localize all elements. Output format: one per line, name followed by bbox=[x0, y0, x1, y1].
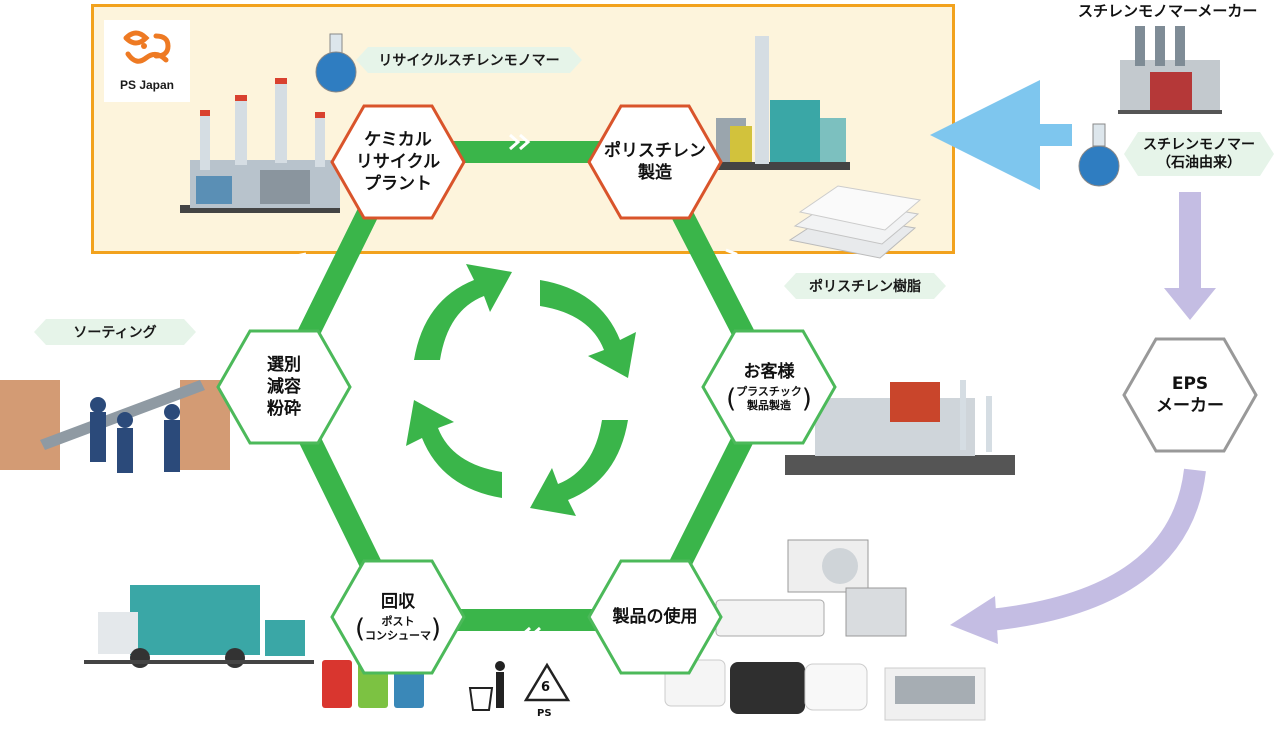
collection-sub: ポスト コンシューマ bbox=[357, 615, 439, 643]
customer-sub2: 製品製造 bbox=[747, 399, 791, 412]
ps-recycling-mark bbox=[523, 662, 571, 702]
logo-text: PS Japan bbox=[119, 78, 175, 92]
node-polystyrene-production: ポリスチレン 製造 bbox=[586, 103, 724, 221]
sorting-line2: 減容 bbox=[267, 377, 301, 397]
chemical-plant-line3: プラント bbox=[364, 174, 432, 194]
polystyrene-plant-illustration bbox=[710, 36, 850, 170]
ps-japan-logo-mark bbox=[123, 30, 171, 64]
customer-sub: プラスチック 製品製造 bbox=[728, 385, 810, 413]
central-recycle-arrows bbox=[406, 264, 636, 516]
polystyrene-line2: 製造 bbox=[638, 163, 672, 183]
ps-resin-label: ポリスチレン樹脂 bbox=[809, 279, 921, 295]
monomer-maker-label: スチレンモノマーメーカー bbox=[1078, 2, 1258, 20]
chemical-plant-illustration bbox=[180, 78, 340, 213]
recycle-monomer-tag: リサイクルスチレンモノマー bbox=[356, 47, 582, 73]
node-collection: 回収 ポスト コンシューマ bbox=[329, 558, 467, 676]
eps-line1: EPS bbox=[1171, 374, 1209, 394]
ps-resin-tag: ポリスチレン樹脂 bbox=[784, 273, 946, 299]
monomer-maker-illustration bbox=[1118, 26, 1222, 114]
eps-line2: メーカー bbox=[1156, 396, 1224, 416]
sorting-tag: ソーティング bbox=[34, 319, 196, 345]
products-illustration bbox=[664, 539, 986, 721]
node-customer: お客様 プラスチック 製品製造 bbox=[700, 328, 838, 446]
sorting-line-illustration bbox=[0, 380, 230, 473]
monomer-line2: （石油由来） bbox=[1157, 155, 1241, 171]
node-sorting: 選別 減容 粉砕 bbox=[215, 328, 353, 446]
eps-supply-arrow bbox=[1164, 192, 1216, 320]
chemical-plant-line2: リサイクル bbox=[355, 152, 441, 172]
ps-japan-logo: PS Japan bbox=[104, 20, 190, 102]
collection-sub2: コンシューマ bbox=[365, 629, 431, 642]
cycle-ring bbox=[272, 141, 781, 631]
node-product-use: 製品の使用 bbox=[586, 558, 724, 676]
polystyrene-line1: ポリスチレン bbox=[604, 141, 706, 161]
monomer-line1: スチレンモノマー bbox=[1143, 137, 1255, 153]
chemical-plant-line1: ケミカル bbox=[364, 130, 432, 150]
flow-chevrons bbox=[284, 133, 746, 644]
node-eps-maker: EPS メーカー bbox=[1121, 336, 1259, 454]
garbage-truck-illustration bbox=[84, 585, 314, 668]
product-use-line1: 製品の使用 bbox=[612, 607, 698, 627]
eps-product-arrow bbox=[950, 468, 1206, 644]
customer-sub1: プラスチック bbox=[736, 385, 802, 398]
collection-line1: 回収 bbox=[381, 592, 415, 612]
recycle-monomer-label: リサイクルスチレンモノマー bbox=[378, 53, 560, 69]
sorting-line1: 選別 bbox=[267, 355, 301, 375]
customer-factory-illustration bbox=[785, 380, 1015, 475]
flask-icon-petro bbox=[1078, 123, 1120, 187]
node-chemical-recycle-plant: ケミカル リサイクル プラント bbox=[329, 103, 467, 221]
monomer-tag: スチレンモノマー （石油由来） bbox=[1124, 132, 1274, 176]
ps-mark-number: 6 bbox=[541, 680, 551, 695]
collection-sub1: ポスト bbox=[381, 615, 415, 628]
sorting-label: ソーティング bbox=[73, 325, 157, 341]
trash-pictogram bbox=[468, 661, 505, 711]
sorting-line3: 粉砕 bbox=[267, 399, 301, 419]
ps-mark-text: PS bbox=[537, 708, 552, 719]
flask-icon-recycle bbox=[315, 33, 357, 93]
ps-resin-boards-illustration bbox=[788, 185, 922, 259]
customer-line1: お客様 bbox=[743, 362, 795, 382]
